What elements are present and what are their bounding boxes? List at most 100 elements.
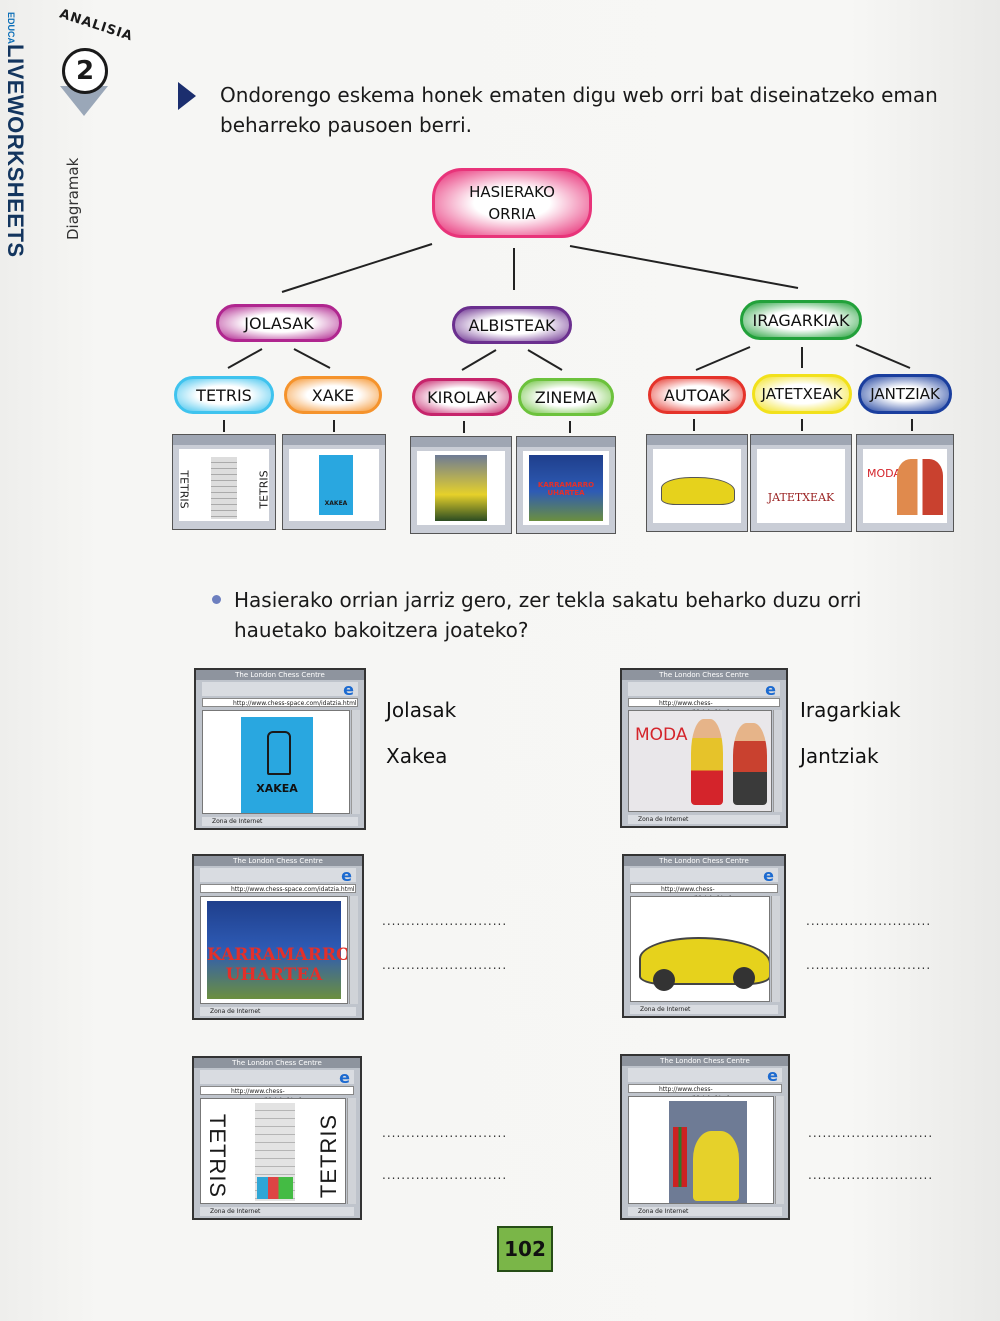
browser-viewport: XAKEA xyxy=(202,710,350,814)
thumb-jantziak: MODA xyxy=(856,434,954,532)
answer-5a[interactable]: .......................... xyxy=(382,1126,508,1140)
browser-address: http://www.chess-space.com/idatzia.html xyxy=(200,1086,354,1104)
browser-title: The London Chess Centre xyxy=(624,856,784,866)
thumb-jatetxeak: JATETXEAK xyxy=(750,434,852,532)
thumb-xake: XAKEA xyxy=(282,434,386,530)
browser-window-moda: The London Chess Centre e http://www.che… xyxy=(620,668,788,828)
connector-albisteak-kirolak xyxy=(461,349,497,371)
answer-4b[interactable]: .......................... xyxy=(806,958,932,972)
intro-block: Ondorengo eskema honek ematen digu web o… xyxy=(178,80,948,140)
page-number: 102 xyxy=(497,1226,553,1272)
connector-iragarkiak-autoak xyxy=(695,346,751,371)
node-jolasak-label: JOLASAK xyxy=(244,313,314,333)
movie-poster-text: KARRAMARRO UHARTEA xyxy=(207,945,348,985)
browser-toolbar xyxy=(200,868,356,882)
answer-6a[interactable]: .......................... xyxy=(808,1126,934,1140)
node-xake: XAKE xyxy=(284,376,382,414)
car-wheel-front xyxy=(653,969,675,991)
browser-status: Zona de Internet xyxy=(630,1005,778,1014)
kid-right xyxy=(733,723,767,805)
browser-logo-icon: e xyxy=(341,866,352,885)
browser-window-kirolak: The London Chess Centre e http://www.che… xyxy=(620,1054,790,1220)
node-xake-label: XAKE xyxy=(311,385,355,405)
browser-toolbar xyxy=(202,682,358,696)
section-badge: ANALISIA 2 xyxy=(52,7,142,138)
thumb-kirolak xyxy=(410,436,512,534)
browser-window-xakea: The London Chess Centre e http://www.che… xyxy=(194,668,366,830)
browser-logo-icon: e xyxy=(763,866,774,885)
answer-6b[interactable]: .......................... xyxy=(808,1168,934,1182)
node-iragarkiak: IRAGARKIAK xyxy=(740,300,862,340)
browser-title: The London Chess Centre xyxy=(622,670,786,680)
sport-photo xyxy=(669,1101,747,1203)
browser-toolbar xyxy=(200,1070,354,1084)
browser-viewport xyxy=(630,896,770,1002)
connector-iragarkiak-jantziak xyxy=(855,344,911,369)
node-albisteak: ALBISTEAK xyxy=(452,306,572,344)
browser-status: Zona de Internet xyxy=(200,1207,354,1216)
node-zinema: ZINEMA xyxy=(518,378,614,416)
browser-logo-icon: e xyxy=(765,680,776,699)
connector-root-iragarkiak xyxy=(569,245,799,289)
browser-title: The London Chess Centre xyxy=(194,1058,360,1068)
connector-albisteak-zinema xyxy=(527,349,563,371)
browser-viewport: TETRIS TETRIS xyxy=(200,1098,346,1204)
node-jatetxeak-label: JATETXEAK xyxy=(761,385,843,403)
thumb-jatetxeak-text: JATETXEAK xyxy=(767,491,835,504)
browser-scrollbar xyxy=(771,896,780,1002)
thumb-tetris-grid xyxy=(211,457,237,519)
node-autoak: AUTOAK xyxy=(648,376,746,414)
movie-poster: KARRAMARRO UHARTEA xyxy=(207,901,348,999)
browser-toolbar xyxy=(628,1068,782,1082)
thumb-kirolak-photo xyxy=(435,455,487,521)
browser-address: http://www.chess-space.com/idatzia.html xyxy=(200,884,356,893)
browser-window-zinema: The London Chess Centre e http://www.che… xyxy=(192,854,364,1020)
question-text: Hasierako orrian jarriz gero, zer tekla … xyxy=(234,588,862,642)
thumb-zinema-poster: KARRAMARRO UHARTEA xyxy=(529,455,603,521)
node-autoak-label: AUTOAK xyxy=(663,385,731,405)
node-kirolak-label: KIROLAK xyxy=(427,387,497,407)
answer-4a[interactable]: .......................... xyxy=(806,914,932,928)
intro-text: Ondorengo eskema honek ematen digu web o… xyxy=(220,83,938,137)
tetris-blocks xyxy=(257,1177,293,1199)
tetris-text-left: TETRIS xyxy=(205,1113,231,1199)
bullet-icon xyxy=(212,595,221,604)
node-jantziak: JANTZIAK xyxy=(858,374,952,414)
thumb-autoak xyxy=(646,434,748,532)
answer-2a: Iragarkiak xyxy=(800,698,901,722)
answer-5b[interactable]: .......................... xyxy=(382,1168,508,1182)
browser-scrollbar xyxy=(347,1098,356,1204)
thumb-autoak-car xyxy=(661,477,735,505)
browser-title: The London Chess Centre xyxy=(622,1056,788,1066)
node-zinema-label: ZINEMA xyxy=(534,387,598,407)
browser-window-tetris: The London Chess Centre e http://www.che… xyxy=(192,1056,362,1220)
browser-address: http://www.chess-space.com/idatzia.html xyxy=(630,884,778,902)
answer-3a[interactable]: .......................... xyxy=(382,914,508,928)
browser-scrollbar xyxy=(349,896,358,1004)
node-jatetxeak: JATETXEAK xyxy=(752,374,852,414)
thumb-jantziak-text: MODA xyxy=(867,467,901,480)
fashion-poster: MODA xyxy=(629,711,771,811)
node-jolasak: JOLASAK xyxy=(216,304,342,342)
triangle-bullet-icon xyxy=(178,82,196,110)
browser-logo-icon: e xyxy=(343,680,354,699)
node-root-label: HASIERAKO ORRIA xyxy=(469,183,555,223)
thumb-xake-text: XAKEA xyxy=(324,500,348,507)
connector-root-jolasak xyxy=(281,243,433,293)
answer-1a: Jolasak xyxy=(386,698,457,722)
thumb-zinema: KARRAMARRO UHARTEA xyxy=(516,436,616,534)
browser-scrollbar xyxy=(773,710,782,812)
browser-toolbar xyxy=(630,868,778,882)
chess-poster: XAKEA xyxy=(241,717,313,813)
chess-king-icon xyxy=(267,731,291,775)
answer-3b[interactable]: .......................... xyxy=(382,958,508,972)
node-jantziak-label: JANTZIAK xyxy=(870,385,940,403)
tetris-text-right: TETRIS xyxy=(316,1113,342,1199)
node-tetris-label: TETRIS xyxy=(196,385,252,405)
node-root: HASIERAKO ORRIA xyxy=(432,168,592,238)
thumb-xake-poster: XAKEA xyxy=(319,455,353,515)
connector-jolasak-tetris xyxy=(227,348,263,369)
browser-status: Zona de Internet xyxy=(200,1007,356,1016)
flag-ikurrina xyxy=(673,1127,687,1187)
